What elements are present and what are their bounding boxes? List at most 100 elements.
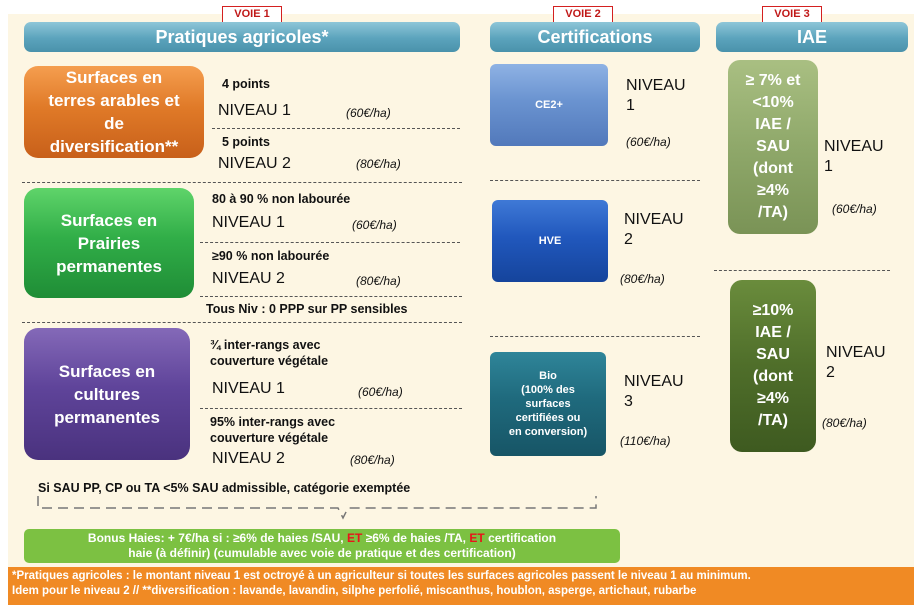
cultures-n1-condition-line-2: couverture végétale [210, 354, 329, 368]
iae-n2-line-2: IAE / [755, 324, 791, 341]
category-prairies-line-3: permanentes [56, 256, 162, 276]
cert-hve-niveau-word: NIVEAU [624, 211, 684, 228]
cultures-n2-condition-line-2: couverture végétale [210, 431, 329, 445]
cert-ce2-price: (60€/ha) [626, 135, 671, 149]
cultures-inner-divider [200, 408, 462, 409]
iae-n1-line-1: ≥ 7% et [745, 72, 801, 89]
cert-bio-niveau: NIVEAU 3 [624, 372, 684, 412]
cert-hve-niveau: NIVEAU 2 [624, 210, 684, 250]
cert-bio-niveau-word: NIVEAU [624, 373, 684, 390]
iae-n1-price: (60€/ha) [832, 202, 877, 216]
prairies-n1-price: (60€/ha) [352, 218, 397, 232]
iae-n1-box: ≥ 7% et <10% IAE / SAU (dont ≥4% /TA) [728, 60, 818, 234]
cert-bio-box: Bio (100% des surfaces certifiées ou en … [490, 352, 606, 456]
bonus-part-1: Bonus Haies: + 7€/ha si : ≥6% de haies /… [87, 531, 344, 545]
category-terres-line-4: diversification** [49, 137, 179, 156]
cert-ce2-name: CE2+ [535, 99, 563, 111]
iae-n2-niveau-number: 2 [826, 364, 835, 381]
category-cultures-line-1: Surfaces en [58, 361, 156, 381]
category-terres-arables: Surfaces en terres arables et de diversi… [24, 66, 204, 158]
bonus-et-1: ET [346, 531, 363, 545]
cert-bio-line-3: surfaces [525, 398, 571, 410]
bonus-part-2: ≥6% de haies /TA, [365, 531, 467, 545]
iae-n1-line-7: /TA) [758, 204, 788, 221]
prairies-n2-condition: ≥90 % non labourée [212, 249, 330, 263]
prairies-n2-price: (80€/ha) [356, 274, 401, 288]
iae-n2-line-1: ≥10% [752, 302, 794, 319]
iae-n1-line-5: (dont [753, 160, 793, 177]
prairies-n2-label: NIVEAU 2 [212, 270, 285, 287]
iae-n2-line-6: /TA) [758, 412, 788, 429]
cert-bio-line-5: en conversion) [508, 426, 588, 438]
category-prairies-permanentes: Surfaces en Prairies permanentes [24, 188, 194, 298]
cultures-n1-label: NIVEAU 1 [212, 380, 285, 397]
terres-n1-label: NIVEAU 1 [218, 102, 291, 119]
terres-n2-price: (80€/ha) [356, 157, 401, 171]
iae-n1-line-6: ≥4% [757, 182, 789, 199]
bonus-brace-path [37, 496, 597, 520]
terres-n1-price: (60€/ha) [346, 106, 391, 120]
cert-hve-niveau-number: 2 [624, 231, 633, 248]
cert-hve-price: (80€/ha) [620, 272, 665, 286]
bonus-line-1: Bonus Haies: + 7€/ha si : ≥6% de haies /… [24, 531, 620, 546]
terres-inner-divider [212, 128, 460, 129]
prairies-tous-divider [200, 296, 462, 297]
cert-hve-box: HVE [492, 200, 608, 282]
iae-divider [714, 270, 890, 271]
cert-bio-niveau-number: 3 [624, 393, 633, 410]
prairies-n1-condition: 80 à 90 % non labourée [212, 192, 351, 206]
iae-n2-niveau-word: NIVEAU [826, 344, 886, 361]
footer-note: *Pratiques agricoles : le montant niveau… [8, 567, 914, 605]
iae-n1-niveau: NIVEAU 1 [824, 137, 884, 177]
iae-n1-niveau-word: NIVEAU [824, 138, 884, 155]
exemption-note: Si SAU PP, CP ou TA <5% SAU admissible, … [38, 481, 411, 495]
cert-ce2-niveau-number: 1 [626, 97, 635, 114]
iae-n2-line-4: (dont [753, 368, 793, 385]
iae-n2-price: (80€/ha) [822, 416, 867, 430]
section-divider-1 [22, 182, 462, 183]
cert-ce2-box: CE2+ [490, 64, 608, 146]
category-cultures-permanentes: Surfaces en cultures permanentes [24, 328, 190, 460]
cert-bio-line-4: certifiées ou [515, 412, 581, 424]
iae-n2-niveau: NIVEAU 2 [826, 343, 886, 383]
cert-bio-line-1: Bio [539, 370, 557, 382]
iae-n1-line-4: SAU [756, 138, 790, 155]
cultures-n2-condition-line-1: 95% inter-rangs avec [210, 415, 336, 429]
footer-line-2: Idem pour le niveau 2 // **diversificati… [12, 585, 697, 597]
cultures-n1-condition: ¾ inter-rangs avec couverture végétale [210, 337, 410, 369]
category-terres-line-1: Surfaces en [65, 68, 163, 87]
header-iae: IAE [716, 22, 908, 52]
cultures-n2-condition: 95% inter-rangs avec couverture végétale [210, 414, 410, 446]
cultures-n2-label: NIVEAU 2 [212, 450, 285, 467]
bonus-line-2: haie (à définir) (cumulable avec voie de… [128, 546, 516, 560]
terres-n2-points: 5 points [222, 135, 270, 149]
cert-divider-2 [490, 336, 700, 337]
terres-n2-label: NIVEAU 2 [218, 155, 291, 172]
cert-ce2-niveau: NIVEAU 1 [626, 76, 686, 116]
iae-n2-box: ≥10% IAE / SAU (dont ≥4% /TA) [730, 280, 816, 452]
iae-n2-line-5: ≥4% [757, 390, 789, 407]
iae-n1-line-2: <10% [752, 94, 794, 111]
prairies-inner-divider [200, 242, 460, 243]
category-prairies-line-1: Surfaces en [60, 210, 158, 230]
cultures-n2-price: (80€/ha) [350, 453, 395, 467]
cert-hve-name: HVE [538, 235, 562, 247]
prairies-tous-niveaux: Tous Niv : 0 PPP sur PP sensibles [206, 302, 408, 316]
category-cultures-line-2: cultures [73, 384, 141, 404]
cultures-n1-price: (60€/ha) [358, 385, 403, 399]
cert-bio-price: (110€/ha) [620, 434, 671, 448]
section-divider-2 [22, 322, 462, 323]
bonus-part-3: certification [488, 531, 557, 545]
header-pratiques-agricoles: Pratiques agricoles* [24, 22, 460, 52]
footer-line-1: *Pratiques agricoles : le montant niveau… [12, 570, 751, 582]
cultures-n1-condition-line-1: ¾ inter-rangs avec [210, 338, 321, 352]
bonus-et-2: ET [469, 531, 485, 545]
iae-n1-niveau-number: 1 [824, 158, 833, 175]
terres-n1-points: 4 points [222, 77, 270, 91]
iae-n2-line-3: SAU [756, 346, 790, 363]
prairies-n1-label: NIVEAU 1 [212, 214, 285, 231]
cert-ce2-niveau-word: NIVEAU [626, 77, 686, 94]
category-terres-line-2: terres arables et [48, 91, 180, 110]
